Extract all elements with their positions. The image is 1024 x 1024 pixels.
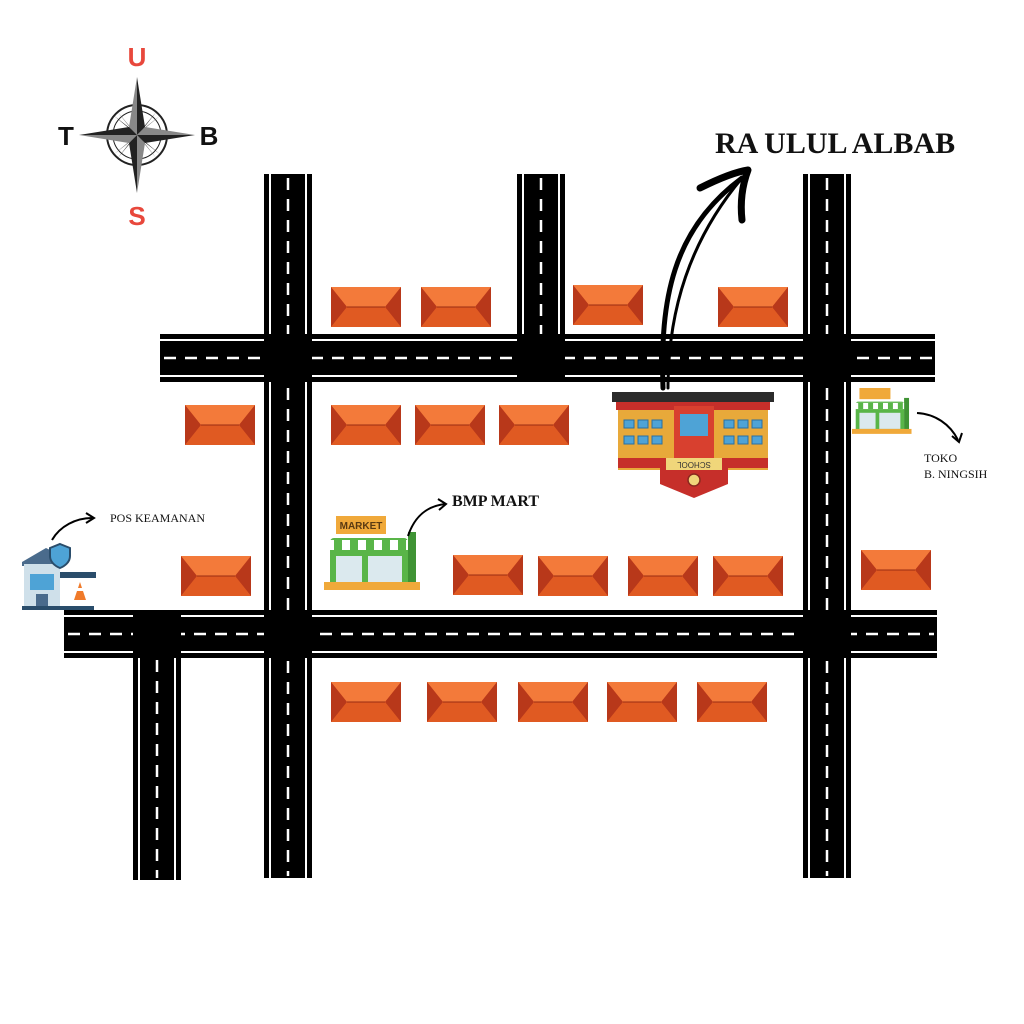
toko-arrow-head: [951, 432, 963, 444]
house-icon: [421, 287, 491, 327]
house-icon: [181, 556, 251, 596]
toko-market-icon: [852, 388, 912, 434]
toko-label-line1: TOKO: [924, 451, 957, 465]
map-title: RA ULUL ALBAB: [715, 127, 955, 160]
house-icon: [415, 405, 485, 445]
pos-arrow-head: [85, 512, 96, 524]
house-icon: [331, 682, 401, 722]
bmp-mart-label: BMP MART: [452, 493, 539, 510]
house-icon: [538, 556, 608, 596]
house-icon: [518, 682, 588, 722]
compass-east-label: B: [200, 121, 219, 151]
house-icon: [427, 682, 497, 722]
toko-label-line2: B. NINGSIH: [924, 467, 988, 481]
house-icon: [185, 405, 255, 445]
school-icon: SCHOOL: [612, 392, 774, 498]
pos-arrow-icon: [51, 517, 93, 541]
school-arrow-icon: [660, 166, 752, 391]
house-icon: [499, 405, 569, 445]
school-sign: SCHOOL: [677, 460, 711, 469]
house-icon: [713, 556, 783, 596]
bmp-mart-arrow-icon: [407, 503, 446, 537]
road-vertical-east: [803, 174, 851, 878]
compass-rose-icon: [79, 77, 195, 193]
houses: [181, 285, 931, 722]
house-icon: [331, 405, 401, 445]
compass-south-label: S: [128, 201, 145, 231]
road-vertical-west: [264, 174, 312, 878]
house-icon: [628, 556, 698, 596]
house-icon: [453, 555, 523, 595]
road-vertical-middle: [517, 174, 565, 336]
compass-west-label: T: [58, 121, 74, 151]
house-icon: [861, 550, 931, 590]
market-sign: MARKET: [340, 521, 383, 532]
bmp-mart-arrow-head: [437, 498, 448, 511]
guard-post-icon: [22, 542, 96, 610]
house-icon: [573, 285, 643, 325]
market-icon: MARKET: [324, 516, 420, 590]
road-vertical-southwest: [133, 656, 181, 880]
house-icon: [331, 287, 401, 327]
house-icon: [718, 287, 788, 327]
house-icon: [697, 682, 767, 722]
road-horizontal-south: [64, 610, 937, 658]
pos-keamanan-label: POS KEAMANAN: [110, 511, 205, 525]
house-icon: [607, 682, 677, 722]
roads: [64, 174, 937, 880]
compass-north-label: U: [128, 42, 147, 72]
toko-arrow-icon: [916, 412, 959, 441]
